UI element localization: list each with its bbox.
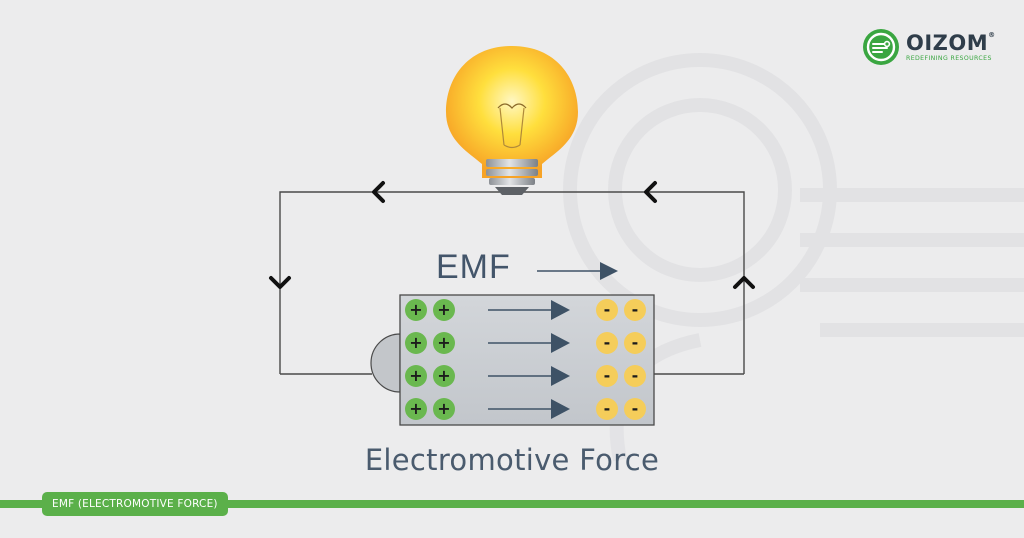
positive-charge-symbol: +	[437, 300, 450, 319]
positive-charge-symbol: +	[409, 399, 422, 418]
battery-terminal	[370, 333, 401, 393]
positive-charge	[405, 332, 427, 354]
negative-charge	[596, 299, 618, 321]
negative-charge-symbol: -	[604, 300, 611, 319]
oizom-logo-mark	[863, 29, 899, 65]
emf-label: EMF	[436, 248, 511, 286]
positive-charge	[405, 299, 427, 321]
negative-charge-symbol: -	[604, 366, 611, 385]
current-arrow-top-left	[372, 181, 385, 203]
negative-charge	[624, 332, 646, 354]
negative-charge-symbol: -	[632, 366, 639, 385]
oizom-logo: OIZOM® REDEFINING RESOURCES	[862, 28, 1002, 68]
logo-name: OIZOM®	[906, 31, 996, 55]
negative-charge	[624, 365, 646, 387]
positive-charge	[433, 398, 455, 420]
charges: + + - - + + - - + + - - + + - -	[405, 299, 646, 420]
current-arrow-right-up	[733, 276, 755, 289]
field-arrow-head	[551, 333, 570, 353]
current-arrow-top-right	[644, 181, 657, 203]
negative-charge	[624, 299, 646, 321]
footer-bar	[0, 500, 1024, 508]
positive-charge	[433, 299, 455, 321]
positive-charge-symbol: +	[437, 333, 450, 352]
negative-charge-symbol: -	[632, 300, 639, 319]
negative-charge	[596, 365, 618, 387]
positive-charge-symbol: +	[409, 366, 422, 385]
negative-charge-symbol: -	[604, 399, 611, 418]
diagram-title: Electromotive Force	[364, 443, 660, 477]
light-bulb-icon	[446, 46, 578, 195]
negative-charge	[596, 398, 618, 420]
positive-charge	[405, 398, 427, 420]
field-arrow-head	[551, 300, 570, 320]
negative-charge-symbol: -	[632, 399, 639, 418]
negative-charge	[624, 398, 646, 420]
emf-arrow	[537, 262, 618, 280]
logo-tagline: REDEFINING RESOURCES	[906, 55, 992, 62]
topic-tag: EMF (ELECTROMOTIVE FORCE)	[42, 492, 228, 516]
current-arrow-left-down	[269, 276, 291, 289]
field-arrow-head	[551, 399, 570, 419]
positive-charge-symbol: +	[437, 399, 450, 418]
positive-charge	[405, 365, 427, 387]
positive-charge	[433, 332, 455, 354]
positive-charge-symbol: +	[437, 366, 450, 385]
positive-charge-symbol: +	[409, 300, 422, 319]
negative-charge	[596, 332, 618, 354]
positive-charge-symbol: +	[409, 333, 422, 352]
negative-charge-symbol: -	[604, 333, 611, 352]
field-arrow-head	[551, 366, 570, 386]
negative-charge-symbol: -	[632, 333, 639, 352]
positive-charge	[433, 365, 455, 387]
